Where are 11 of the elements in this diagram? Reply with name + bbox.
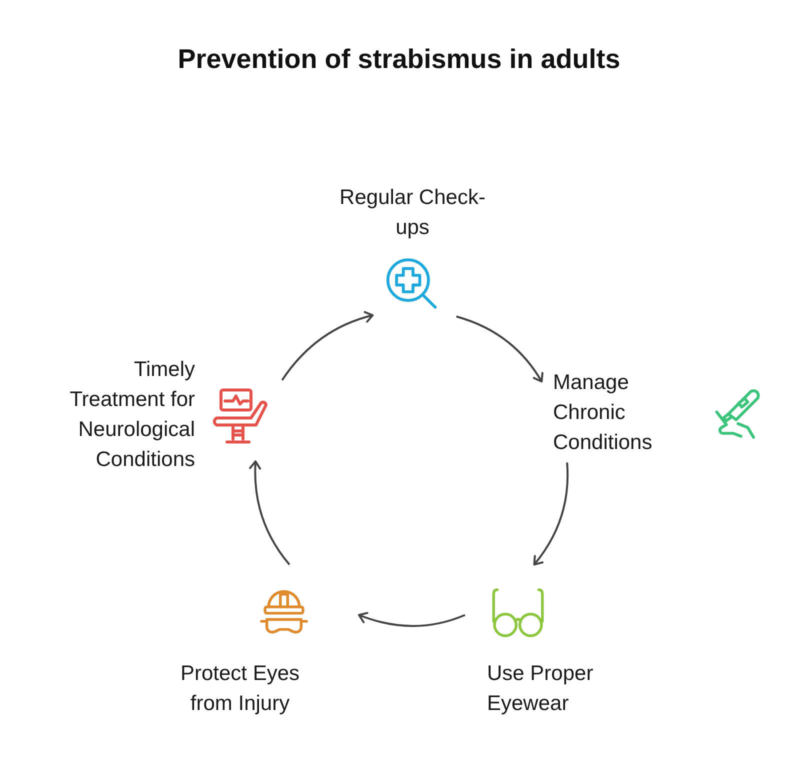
- step-label: Regular Check-ups: [338, 185, 486, 241]
- step-label: Use Proper Eyewear: [487, 661, 594, 717]
- curved-arrow: [533, 462, 569, 566]
- curved-arrow: [358, 612, 466, 627]
- diagram-title: Prevention of strabismus in adults: [176, 44, 622, 75]
- step-label: Timely Treatment for Neurological Conditions: [68, 357, 195, 473]
- curved-arrow: [456, 316, 544, 382]
- curved-arrow: [249, 460, 290, 566]
- curved-arrow: [281, 311, 374, 381]
- step-label: Protect Eyes from Injury: [179, 661, 301, 717]
- step-label: Manage Chronic Conditions: [553, 370, 654, 456]
